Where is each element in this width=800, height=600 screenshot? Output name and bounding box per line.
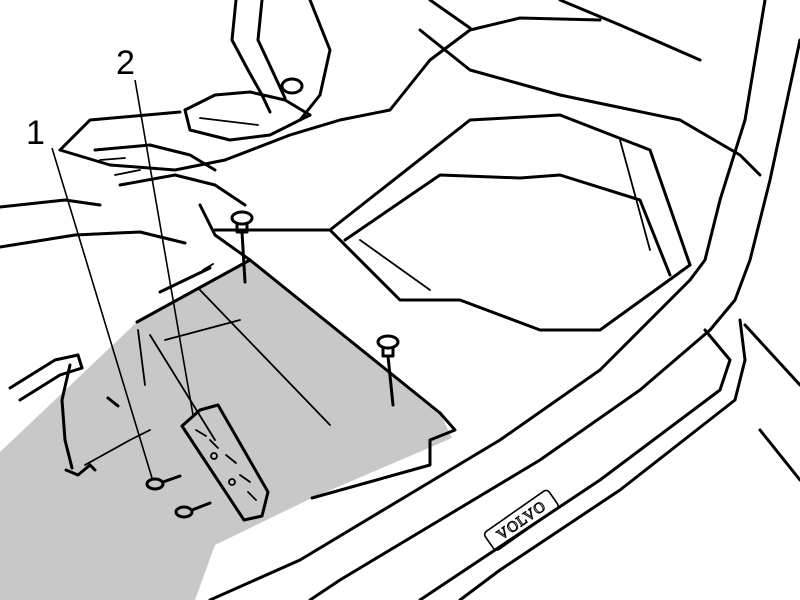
leader-line-1 (51, 147, 153, 479)
screw-lower (174, 501, 212, 519)
centre-console (58, 0, 332, 207)
mounting-bracket (180, 403, 270, 522)
sill-emblem: VOLVO (483, 489, 559, 551)
screw-upper (145, 474, 182, 491)
callout-label-1: 1 (26, 114, 45, 152)
floor-clip-left (230, 210, 254, 284)
door-sill (208, 0, 800, 600)
callout-label-2: 2 (116, 44, 135, 82)
sill-emblem-text: VOLVO (494, 498, 549, 543)
floor-clip-right (376, 334, 400, 407)
gear-lever (183, 0, 312, 142)
shaded-floor-area (0, 260, 452, 600)
rear-footwell (328, 113, 692, 332)
car-body-outline (0, 0, 762, 249)
floor-panel (135, 203, 457, 500)
leader-line-2 (134, 79, 194, 416)
wiring-harness (8, 263, 214, 477)
